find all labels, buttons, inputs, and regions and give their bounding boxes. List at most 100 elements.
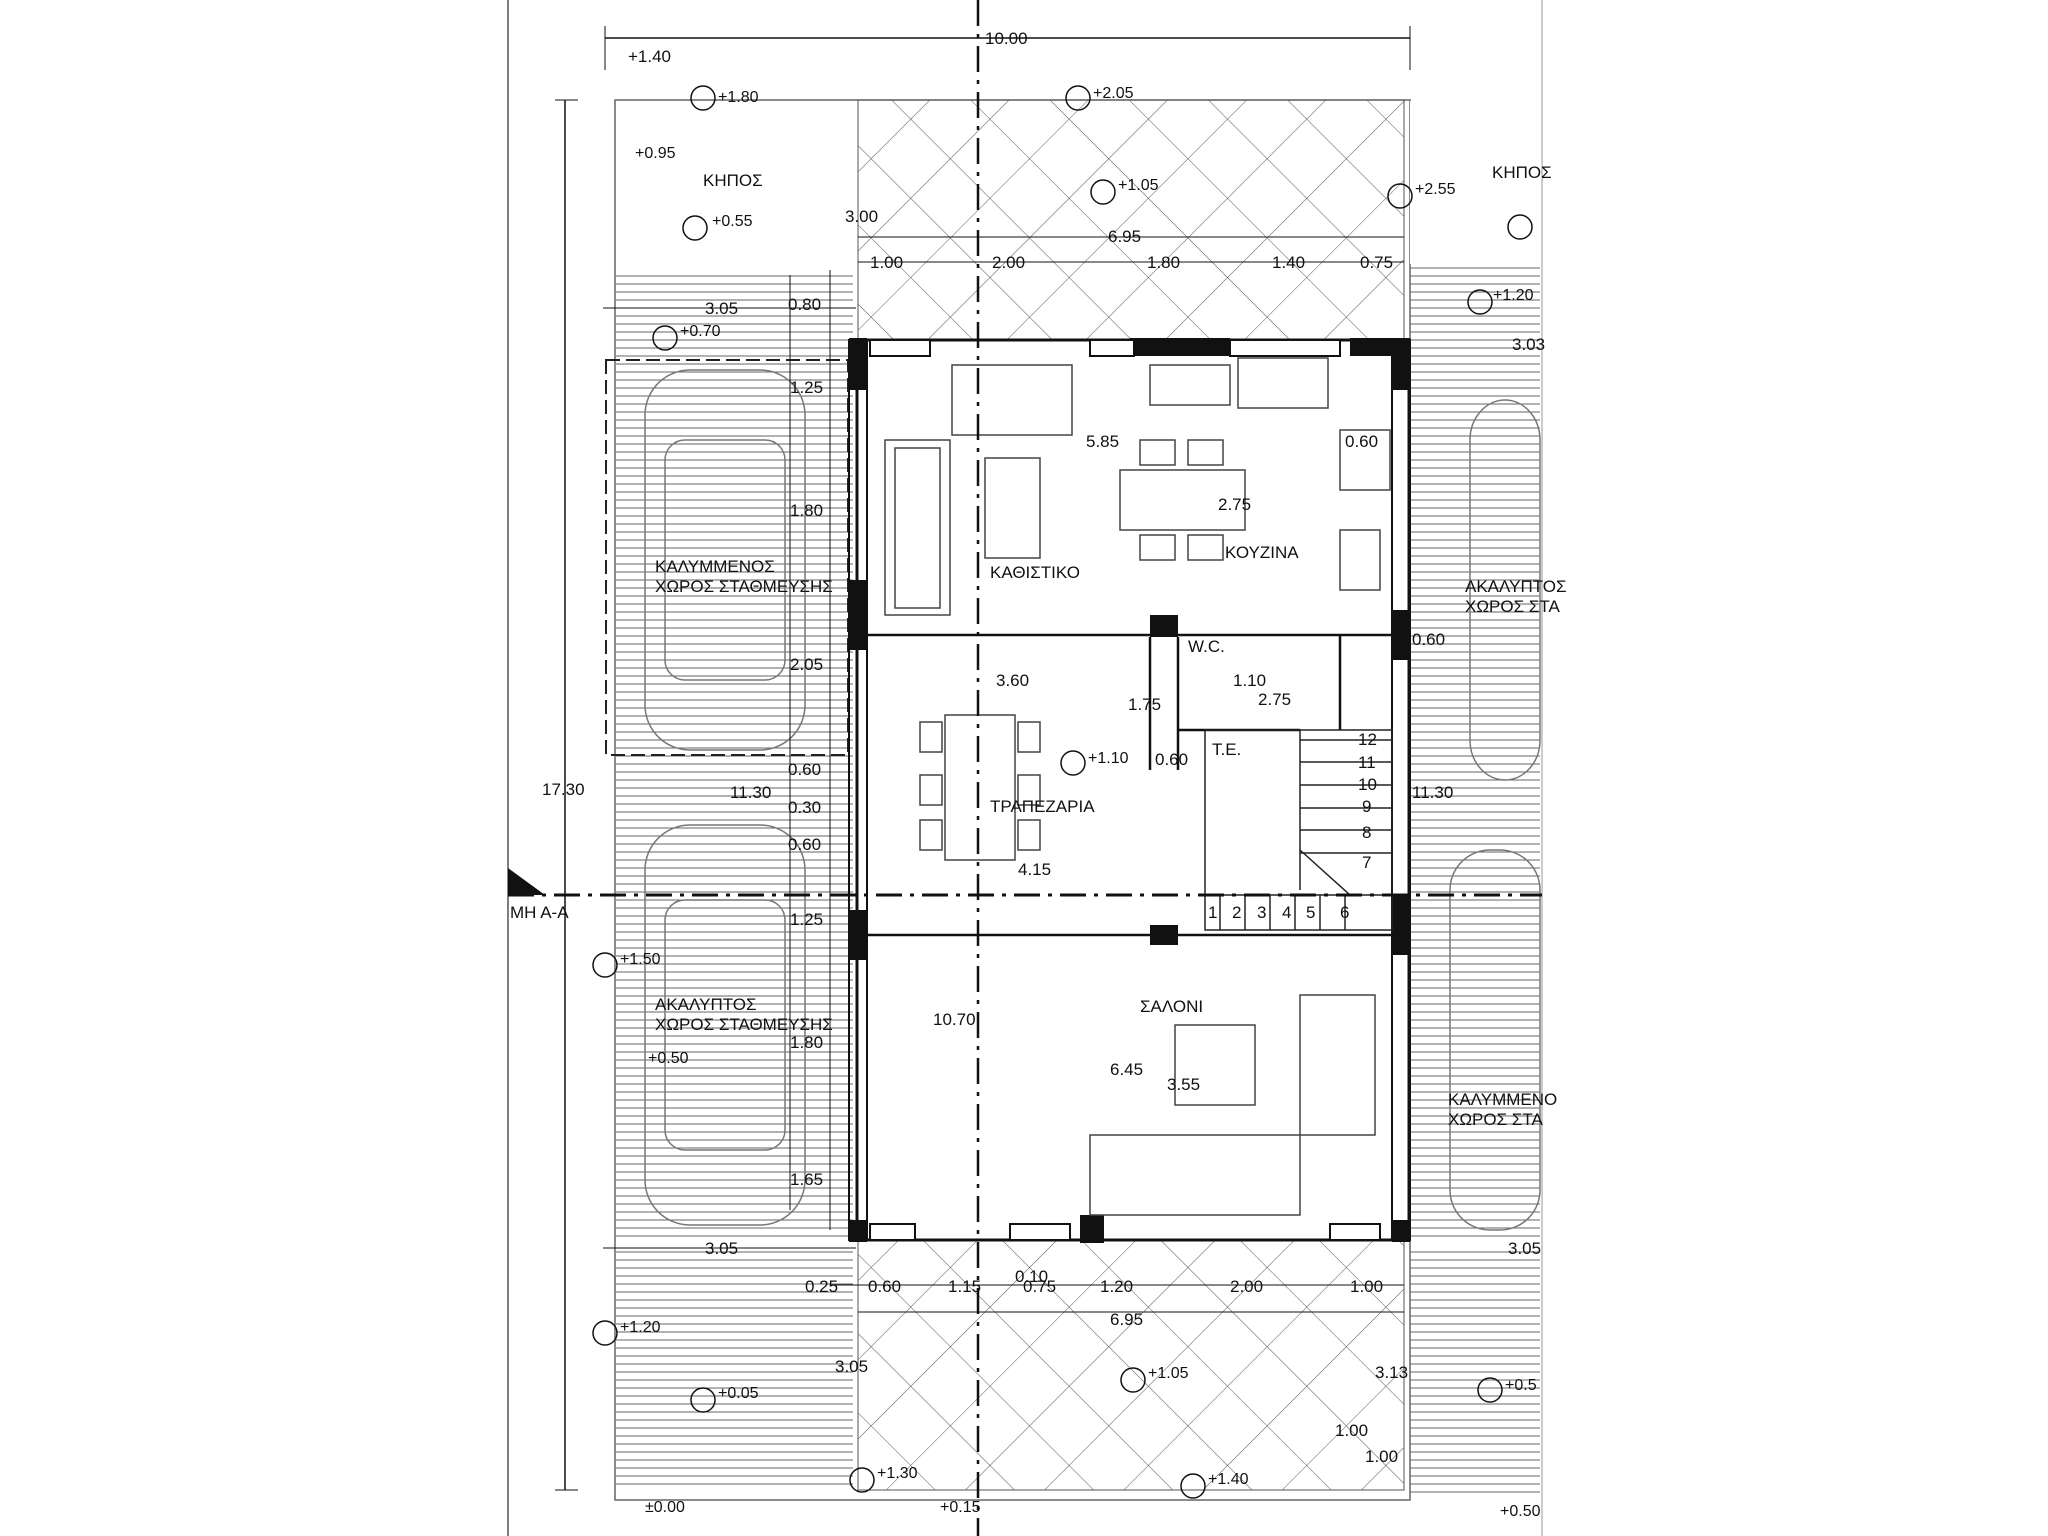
level-110: +1.10 [1088,750,1129,767]
dim-park-125a: 1.25 [790,378,823,397]
dim-park-060b: 0.60 [788,835,821,854]
dim-bot-115: 1.15 [948,1277,981,1296]
section-label: ΜΗ Α-Α [510,903,569,922]
dim-wc-275: 2.75 [1258,690,1291,709]
dim-kitchen-275: 2.75 [1218,495,1251,514]
dim-overall-height: 17.30 [542,780,585,799]
dim-park-205: 2.05 [790,655,823,674]
level-140: +1.40 [1208,1471,1249,1488]
stair-step-4: 4 [1282,903,1291,922]
stair-step-7: 7 [1362,853,1371,872]
dim-salon-355: 3.55 [1167,1075,1200,1094]
dim-gate-100a: 1.00 [1335,1421,1368,1440]
dim-gate-100b: 1.00 [1365,1447,1398,1466]
dim-mid-1130-left: 11.30 [730,783,771,802]
dim-park-width-top: 3.05 [705,299,738,318]
stair-step-12: 12 [1358,730,1377,749]
level-205: +2.05 [1093,85,1134,102]
dim-park-165: 1.65 [790,1170,823,1189]
dim-wc-175: 1.75 [1128,695,1161,714]
dim-seg-200: 2.00 [992,253,1025,272]
dim-right-303: 3.03 [1512,335,1545,354]
level-130: +1.30 [877,1465,918,1482]
dim-terrace-depth-top: 3.00 [845,207,878,226]
stair-step-5: 5 [1306,903,1315,922]
dim-dining-360: 3.60 [996,671,1029,690]
parking-left-bottom-hatch [616,1245,853,1485]
level-120-left: +1.20 [620,1319,661,1336]
stair-step-10: 10 [1358,775,1377,794]
covered-parking-outline [605,359,849,756]
dim-mid-1130-right: 11.30 [1412,783,1453,802]
dim-seg-075: 0.75 [1360,253,1393,272]
dim-bot-075: 0.75 [1023,1277,1056,1296]
stair-step-8: 8 [1362,823,1371,842]
dim-bot-120: 1.20 [1100,1277,1133,1296]
dim-bot-terrace-width: 6.95 [1110,1310,1143,1329]
room-label-right-open-2: ΧΩΡΟΣ ΣΤΑ [1465,597,1560,616]
dim-seg-140: 1.40 [1272,253,1305,272]
dim-terrace-width-top: 6.95 [1108,227,1141,246]
parking-right-top-hatch [1410,265,1540,340]
level-070: +0.70 [680,323,721,340]
level-255: +2.55 [1415,181,1456,198]
room-label-dining: ΤΡΑΠΕΖΑΡΙΑ [990,797,1095,816]
level-015: +0.15 [940,1499,981,1516]
parking-right-bottom-hatch [1410,1245,1540,1495]
room-label-covered-parking-2: ΧΩΡΟΣ ΣΤΑΘΜΕΥΣΗΣ [655,577,833,596]
dim-park-125b: 1.25 [790,910,823,929]
dim-right-305: 3.05 [1508,1239,1541,1258]
level-180: +1.80 [718,89,759,106]
level-050-right: +0.50 [1500,1503,1541,1520]
dim-top-offset: +1.40 [628,47,671,66]
terrace-top [857,99,1405,341]
dim-park-030: 0.30 [788,798,821,817]
room-label-right-covered-2: ΧΩΡΟΣ ΣΤΑ [1448,1110,1543,1129]
dim-bot-060: 0.60 [868,1277,901,1296]
room-label-covered-parking: ΚΑΛΥΜΜΕΝΟΣ [655,557,775,576]
parking-right-hatch [1410,340,1540,1240]
dim-salon-1070: 10.70 [933,1010,976,1029]
dim-park-060a: 0.60 [788,760,821,779]
kitchen-table-icon [1119,357,1391,591]
room-label-te: T.E. [1212,740,1241,759]
room-label-salon: ΣΑΛΟΝΙ [1140,997,1203,1016]
room-label-wc: W.C. [1188,637,1225,656]
dim-total-width: 10.00 [985,29,1028,48]
level-120-right: +1.20 [1493,287,1534,304]
dim-park-080: 0.80 [788,295,821,314]
level-105-top: +1.05 [1118,177,1159,194]
dim-bot-010: 0.10 [1015,1267,1048,1286]
room-label-garden-right: ΚΗΠΟΣ [1492,163,1552,182]
stair-step-6: 6 [1340,903,1349,922]
level-105-bot: +1.05 [1148,1365,1189,1382]
dim-bot-100: 1.00 [1350,1277,1383,1296]
terrace-bottom [857,1239,1405,1491]
dim-kitchen-585: 5.85 [1086,432,1119,451]
staircase [1204,729,1393,931]
dim-dining-415: 4.15 [1018,860,1051,879]
level-005: +0.05 [718,1385,759,1402]
dim-wc-110: 1.10 [1233,671,1266,690]
level-095: +0.95 [635,145,676,162]
level-050: +0.50 [648,1050,689,1067]
dim-park-180b: 1.80 [790,1033,823,1052]
stair-step-9: 9 [1362,797,1371,816]
level-05-right: +0.5 [1505,1377,1537,1394]
dim-salon-645: 6.45 [1110,1060,1143,1079]
section-arrow-icon [508,868,545,895]
level-150: +1.50 [620,951,661,968]
stair-step-2: 2 [1232,903,1241,922]
level-marker-icon [592,85,1533,1499]
dining-table-icon [919,714,1041,861]
dim-kitchen-060: 0.60 [1345,432,1378,451]
stair-step-1: 1 [1208,903,1217,922]
stair-step-3: 3 [1257,903,1266,922]
room-label-kitchen: ΚΟΥΖΙΝΑ [1225,543,1299,562]
dim-bot-313: 3.13 [1375,1363,1408,1382]
dim-seg-100: 1.00 [870,253,903,272]
dim-seg-180: 1.80 [1147,253,1180,272]
room-label-right-open: ΑΚΑΛΥΠΤΟΣ [1465,577,1567,596]
room-label-open-parking: ΑΚΑΛΥΠΤΟΣ [655,995,757,1014]
dim-bot-200: 2.00 [1230,1277,1263,1296]
